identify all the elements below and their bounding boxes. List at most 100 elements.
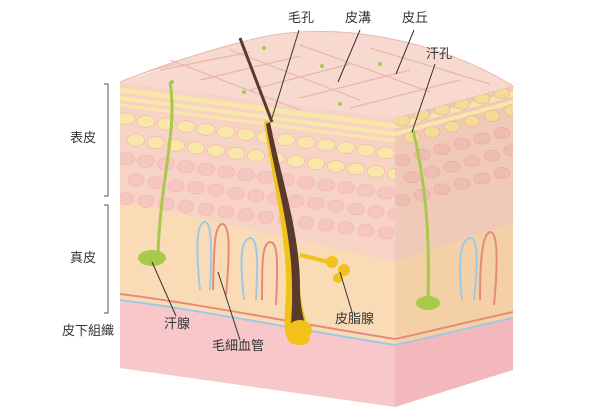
epidermal-cell (236, 128, 256, 141)
epidermal-cell (176, 120, 196, 133)
epidermal-cell (237, 208, 255, 221)
epidermal-cell (376, 146, 395, 160)
leader-lines (151, 29, 436, 341)
leader-hair-follicle (271, 29, 300, 119)
epidermal-cell (423, 166, 441, 178)
artery-line (120, 293, 395, 340)
epidermal-cell (187, 141, 206, 155)
epidermal-cell (120, 152, 135, 166)
epidermal-cell (207, 144, 226, 157)
epidermal-cell (395, 194, 411, 206)
epidermal-cell (127, 133, 146, 147)
epidermal-cells (120, 112, 395, 240)
epidermal-cell (433, 183, 451, 196)
epidermal-cell (207, 184, 225, 197)
subcutaneous-layer (120, 300, 395, 407)
epidermal-cell (483, 110, 501, 122)
epidermal-cell (120, 192, 135, 206)
epidermal-cell (463, 115, 481, 128)
epidermal-cell (167, 179, 185, 192)
label-sweat-pore: 汗孔 (426, 47, 453, 62)
leader-sebaceous-gland (339, 271, 353, 313)
epidermal-cell (503, 144, 513, 157)
sweat-gland-right (411, 129, 440, 310)
epidermal-cell (433, 143, 451, 156)
epidermal-cell (187, 181, 205, 195)
epidermal-cell (276, 133, 296, 147)
epidermal-cell (453, 138, 471, 150)
epidermal-cell (336, 141, 356, 154)
hair-strand (238, 37, 274, 123)
epidermal-cell (356, 143, 376, 157)
epidermal-cell (346, 162, 365, 176)
label-dermis: 真皮 (70, 251, 97, 266)
epidermal-cell (423, 126, 441, 138)
epidermal-cell (286, 154, 305, 168)
label-sweat-gland: 汗腺 (164, 317, 191, 332)
epidermal-cell (217, 165, 235, 179)
leader-sweat-gland (151, 261, 177, 317)
epidermal-cell (227, 146, 246, 160)
epidermal-cell (493, 127, 511, 139)
epidermal-cell (247, 189, 265, 203)
epidermal-cell (257, 210, 275, 224)
epidermal-cell (307, 197, 325, 210)
epidermal-cell (216, 125, 236, 139)
epidermal-cell (317, 178, 335, 192)
epidermal-cell (147, 176, 165, 190)
epidermal-cell (493, 167, 511, 179)
leader-sweat-pore (411, 63, 436, 133)
epidermis-bracket (104, 83, 109, 197)
epidermal-cell (357, 183, 375, 197)
label-subcutaneous: 皮下組織 (62, 324, 115, 339)
epidermal-cell (257, 170, 275, 184)
epidermal-cell (443, 120, 461, 133)
epidermal-cell (227, 186, 245, 200)
capillary-loops (196, 221, 498, 306)
epidermal-cell (386, 167, 395, 181)
epidermal-cell (326, 159, 345, 173)
epidermal-cell (483, 150, 501, 162)
leader-skin-groove (337, 29, 361, 83)
epidermal-cell (120, 112, 136, 126)
hair-follicle (238, 37, 350, 345)
epidermal-cell (473, 132, 491, 145)
label-skin-ridge: 皮丘 (402, 11, 429, 26)
epidermal-cell (366, 165, 385, 178)
epidermal-cell (443, 160, 461, 173)
epidermal-cell (463, 155, 481, 168)
epidermal-cell (377, 186, 395, 200)
layer-brackets (104, 83, 109, 314)
epidermal-cell (127, 173, 145, 187)
epidermal-cell (137, 155, 155, 168)
epidermal-cell (177, 200, 195, 213)
epidermal-cell (403, 171, 421, 184)
epidermal-cell (347, 202, 365, 216)
epidermal-cell (287, 194, 305, 208)
epidermal-cell (297, 176, 315, 189)
epidermal-cell (167, 139, 186, 152)
label-skin-groove: 皮溝 (345, 11, 372, 26)
leader-skin-ridge (395, 29, 415, 75)
epidermal-cell (237, 168, 255, 181)
epidermal-cell (413, 188, 431, 201)
epidermal-cell (317, 218, 335, 232)
epidermal-cell (357, 223, 375, 237)
epidermal-cell (297, 216, 315, 229)
epidermal-cell (337, 221, 355, 234)
epidermal-cell (306, 157, 325, 170)
sweat-gland-left (138, 81, 174, 266)
side-face (395, 86, 513, 407)
epidermal-cell (177, 160, 195, 173)
sebaceous-gland (299, 253, 350, 283)
vein-line (120, 299, 395, 346)
epidermal-cell (395, 154, 411, 166)
epidermal-cell (296, 136, 316, 149)
dermis-bracket (104, 204, 109, 314)
epidermal-cell (453, 178, 471, 190)
epidermal-cell (247, 149, 266, 163)
hair-shaft (266, 122, 307, 338)
epidermal-cell (367, 205, 385, 218)
